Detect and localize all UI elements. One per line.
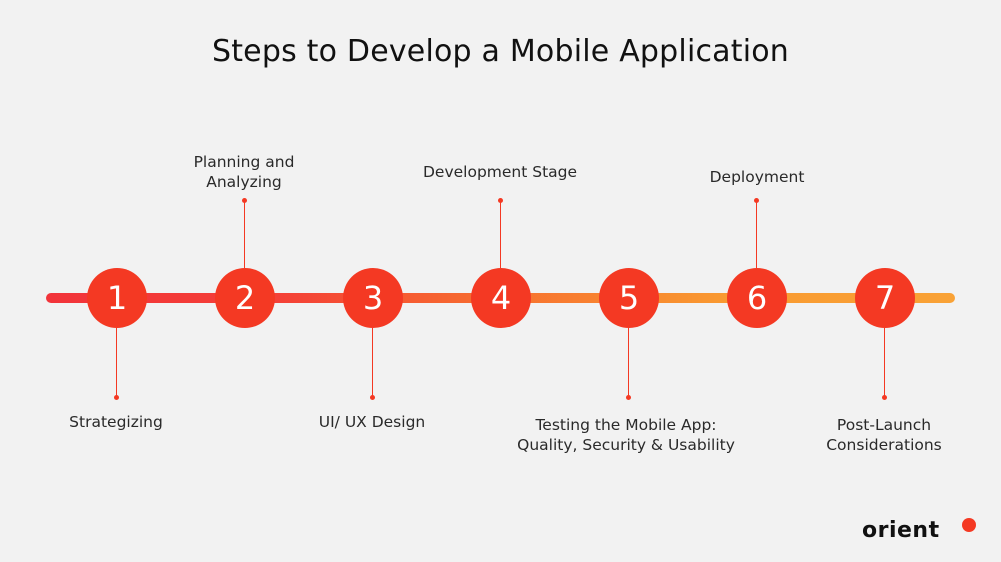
- step-node-1: 1: [87, 268, 147, 328]
- step-node-3: 3: [343, 268, 403, 328]
- connector-dot-6: [754, 198, 759, 203]
- page-title: Steps to Develop a Mobile Application: [211, 34, 790, 69]
- step-label-2-line1: Planning and: [193, 153, 295, 171]
- step-label-7-line1: Post-Launch: [836, 416, 932, 434]
- step-label-7-line2: Considerations: [826, 436, 942, 454]
- connector-1: [116, 328, 117, 396]
- step-node-5: 5: [599, 268, 659, 328]
- step-label-2-line2: Analyzing: [206, 173, 282, 191]
- brand-logo-dot-icon: [962, 518, 976, 532]
- step-label-2: Planning and Analyzing: [194, 152, 295, 192]
- brand-logo: orient: [862, 518, 940, 543]
- step-node-6: 6: [727, 268, 787, 328]
- connector-dot-1: [114, 395, 119, 400]
- connector-7: [884, 328, 885, 396]
- connector-3: [372, 328, 373, 396]
- connector-dot-3: [370, 395, 375, 400]
- step-label-1: Strategizing: [69, 413, 163, 431]
- step-label-5: Testing the Mobile App: Quality, Securit…: [517, 415, 735, 455]
- connector-dot-7: [882, 395, 887, 400]
- step-label-6: Deployment: [709, 168, 805, 186]
- connector-dot-4: [498, 198, 503, 203]
- step-node-7: 7: [855, 268, 915, 328]
- connector-4: [500, 201, 501, 268]
- connector-2: [244, 201, 245, 268]
- connector-5: [628, 328, 629, 396]
- step-label-4: Development Stage: [422, 163, 578, 181]
- connector-dot-5: [626, 395, 631, 400]
- connector-6: [756, 201, 757, 268]
- step-node-2: 2: [215, 268, 275, 328]
- step-label-7: Post-Launch Considerations: [826, 415, 942, 455]
- step-node-4: 4: [471, 268, 531, 328]
- step-label-3: UI/ UX Design: [318, 413, 426, 431]
- connector-dot-2: [242, 198, 247, 203]
- step-label-5-line1: Testing the Mobile App:: [535, 416, 717, 434]
- step-label-5-line2: Quality, Security & Usability: [517, 436, 735, 454]
